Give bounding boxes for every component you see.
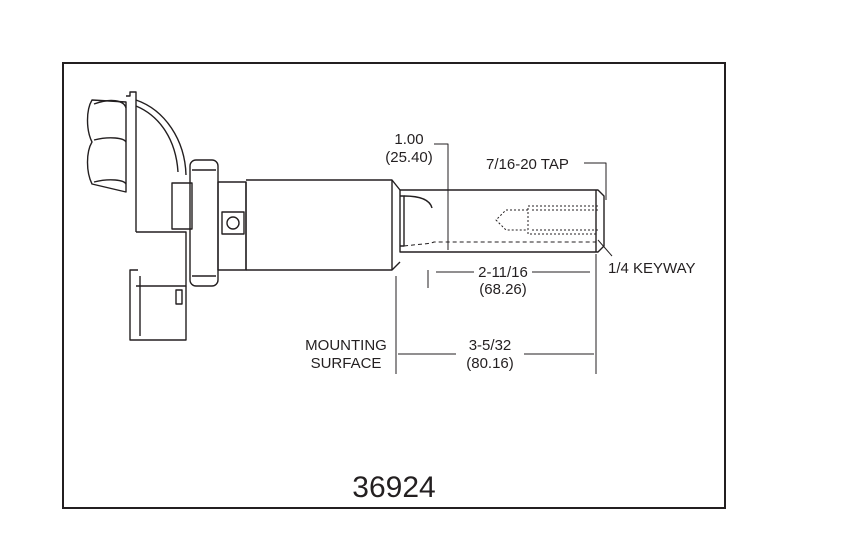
mount-length-fraction: 3-5/32 [469,337,512,354]
shoulder-dimension-metric: (25.40) [385,149,433,166]
motor-body [246,179,401,271]
mounting-surface-label-line1: MOUNTING [305,337,387,354]
keyway-label: 1/4 KEYWAY [608,260,696,277]
shaft-length-metric: (68.26) [479,281,527,298]
shaft-length-dimension [427,254,597,374]
keyway-leader-line [597,239,613,257]
mount-length-dimension [395,276,594,374]
part-number: 36924 [352,471,435,504]
output-shaft [399,189,605,253]
tap-leader-line [584,162,607,200]
mounting-surface-label-line2: SURFACE [311,355,382,372]
motor-housing [86,91,193,341]
shoulder-dimension-fraction: 1.00 [394,131,423,148]
tapped-hole [495,205,598,235]
shaft-length-fraction: 2-11/16 [478,264,528,281]
mount-length-metric: (80.16) [466,355,514,372]
keyway-hidden-line [403,241,596,247]
drawing-frame [62,62,726,509]
mounting-flange [189,159,247,287]
tap-label: 7/16-20 TAP [486,156,569,173]
shoulder-leader-line [434,143,449,250]
